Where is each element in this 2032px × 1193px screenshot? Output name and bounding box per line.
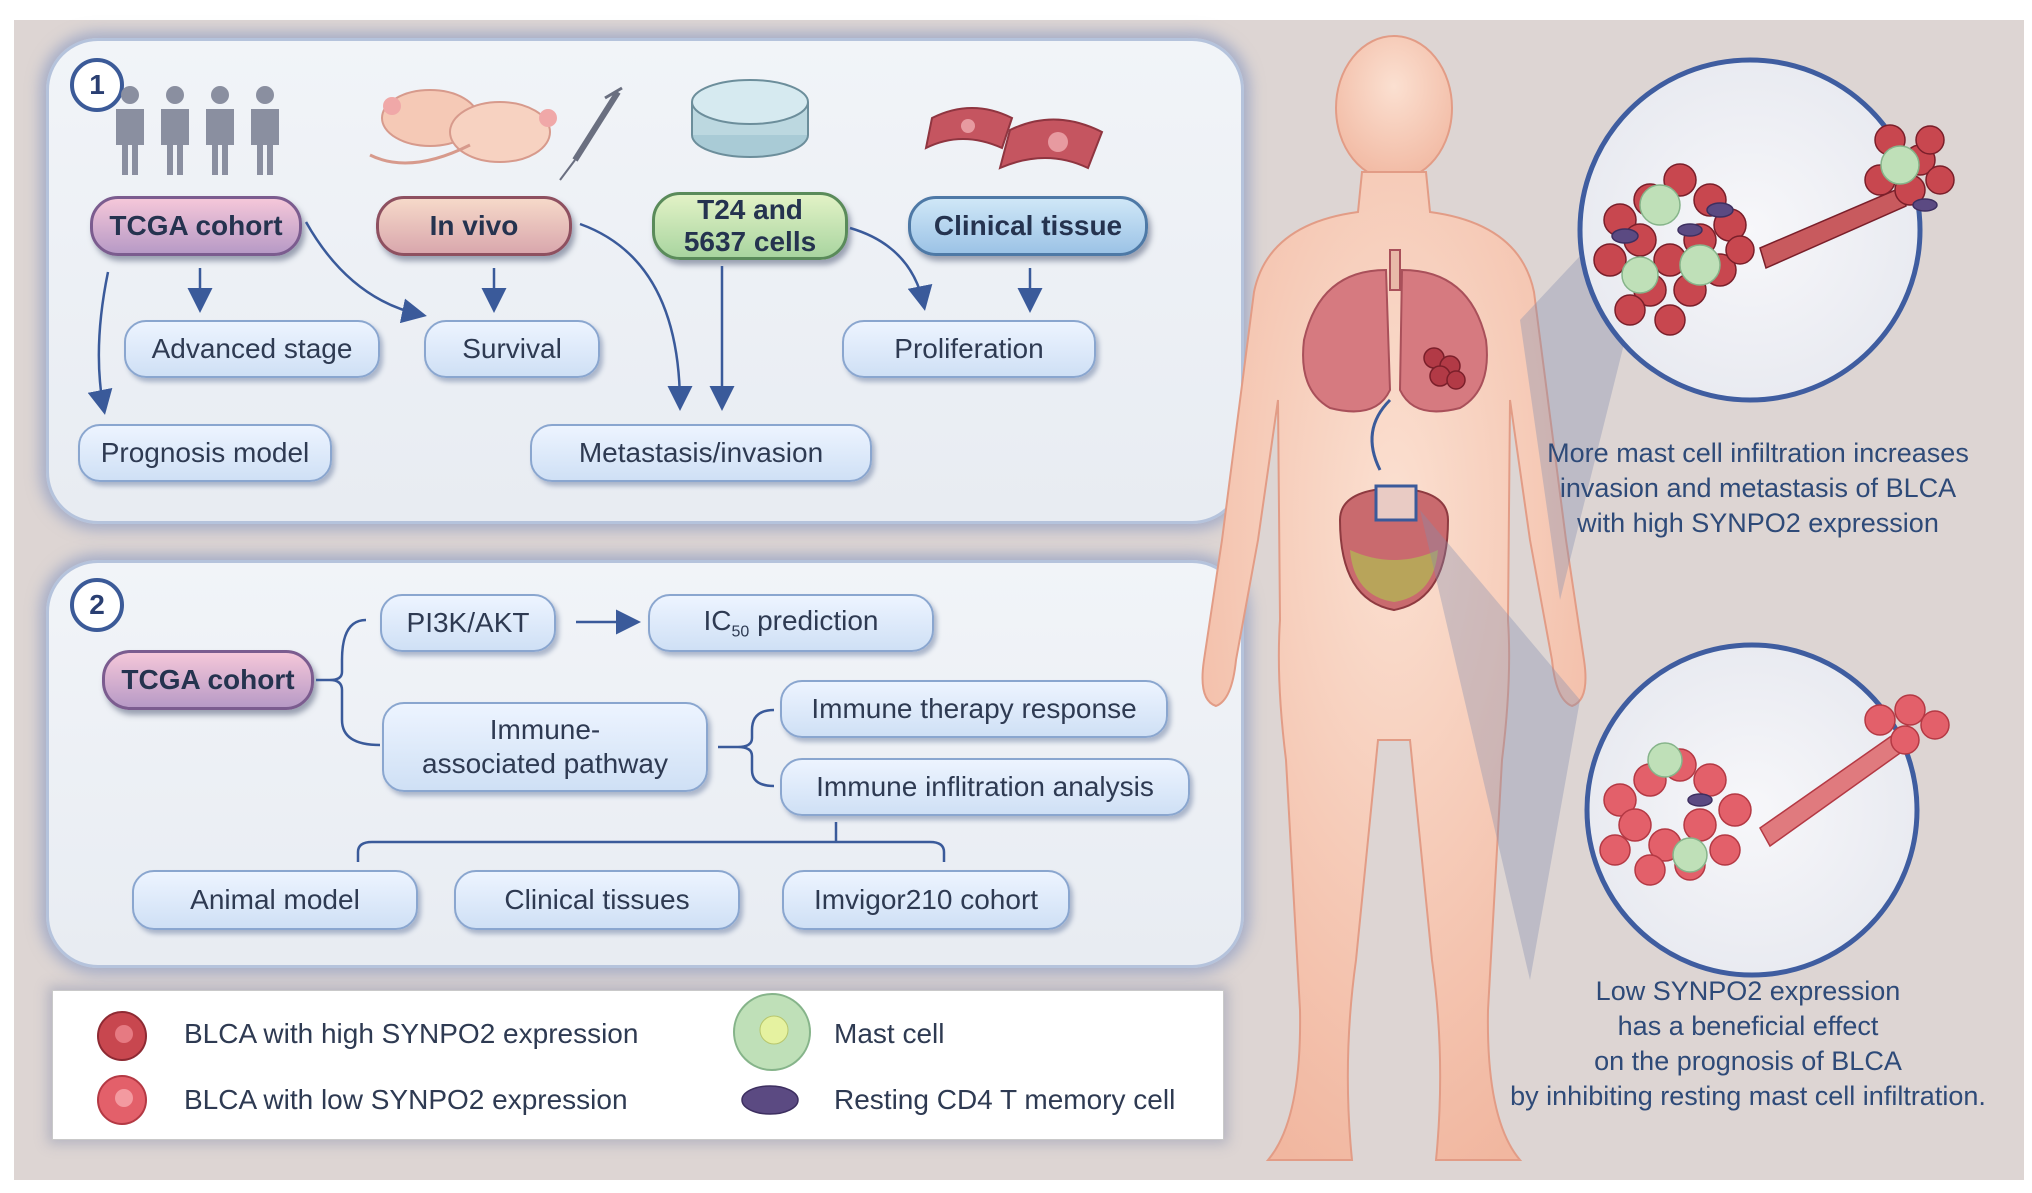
legend xyxy=(52,990,1224,1140)
legend-low-label: BLCA with low SYNPO2 expression xyxy=(184,1084,628,1115)
immune-therapy-response-box: Immune therapy response xyxy=(780,680,1168,738)
magnifier-beam-bottom xyxy=(1420,510,1580,980)
human-body-figure xyxy=(1201,35,1587,1161)
arrow-cells-to-proliferation xyxy=(849,226,933,311)
caption-high-synpo2: More mast cell infiltration increases in… xyxy=(1510,436,2006,541)
magnifier-low-synpo2 xyxy=(1584,642,1920,978)
caption-bottom-line1: Low SYNPO2 expression xyxy=(1595,976,1901,1006)
resting-cd4-t-cell-icon xyxy=(741,1085,799,1115)
result-prognosis-model: Prognosis model xyxy=(78,424,332,482)
legend-mast-label: Mast cell xyxy=(834,1018,945,1049)
mast-cell-icon xyxy=(733,993,811,1071)
arrow-tcga-to-prognosis xyxy=(87,271,113,415)
high-synpo2-tumor-cluster xyxy=(1593,124,1955,336)
lungs-organ xyxy=(1302,249,1488,413)
arrow-invivo-to-metastasis xyxy=(579,222,693,411)
mice-icon xyxy=(369,89,557,165)
caption-top-line2: invasion and metastasis of BLCA xyxy=(1559,473,1957,504)
result-proliferation: Proliferation xyxy=(842,320,1096,378)
result-advanced-stage: Advanced stage xyxy=(124,320,380,378)
legend-high-label: BLCA with high SYNPO2 expression xyxy=(184,1018,639,1049)
source-clinical-tissue: Clinical tissue xyxy=(908,196,1148,256)
bladder-organ xyxy=(1338,484,1450,612)
caption-bottom-line3: on the prognosis of BLCA xyxy=(1594,1046,1902,1077)
legend-resting-label: Resting CD4 T memory cell xyxy=(834,1084,1176,1115)
step-number-2: 2 xyxy=(70,578,124,632)
people-icon xyxy=(116,86,279,175)
low-synpo2-tumor-cluster xyxy=(1599,694,1950,886)
step-number-1: 1 xyxy=(70,58,124,112)
petri-dish-icon xyxy=(691,79,809,158)
caption-top-line3: with high SYNPO2 expression xyxy=(1577,508,1939,539)
caption-top-line1: More mast cell infiltration increases xyxy=(1547,438,1969,468)
imvigor210-cohort-box: Imvigor210 cohort xyxy=(782,870,1070,930)
result-metastasis-invasion: Metastasis/invasion xyxy=(530,424,872,482)
ic50-label: IC50 prediction xyxy=(703,605,879,641)
caption-bottom-line2: has a beneficial effect xyxy=(1617,1011,1879,1042)
cell-lines-line1: T24 and xyxy=(697,193,803,225)
result-survival: Survival xyxy=(424,320,600,378)
source-cell-lines: T24 and 5637 cells xyxy=(652,192,848,260)
cell-lines-line2: 5637 cells xyxy=(683,226,817,257)
arrow-tcga-to-survival xyxy=(304,221,427,324)
source-in-vivo: In vivo xyxy=(376,196,572,256)
immune-pathway-line1: Immune- xyxy=(489,714,601,746)
caption-bottom-line4: by inhibiting resting mast cell infiltra… xyxy=(1510,1081,1986,1112)
source-tcga-cohort: TCGA cohort xyxy=(90,196,302,256)
syringe-icon xyxy=(559,86,623,181)
high-synpo2-cell-icon xyxy=(97,1011,147,1061)
clinical-tissues-box: Clinical tissues xyxy=(454,870,740,930)
low-synpo2-cell-icon xyxy=(97,1075,147,1125)
bracket-validation xyxy=(356,840,946,862)
lung-tumor-mass xyxy=(1423,347,1466,390)
tissue-slice-icon xyxy=(924,107,1104,170)
immune-associated-pathway-box: Immune- associated pathway xyxy=(382,702,708,792)
immune-pathway-line2: associated pathway xyxy=(422,748,668,779)
ic50-prediction-box: IC50 prediction xyxy=(648,594,934,652)
arrow-bladder-to-lung xyxy=(1370,398,1392,471)
pi3k-akt-box: PI3K/AKT xyxy=(380,594,556,652)
immune-infiltration-analysis-box: Immune inflitration analysis xyxy=(780,758,1190,816)
animal-model-box: Animal model xyxy=(132,870,418,930)
caption-low-synpo2: Low SYNPO2 expression has a beneficial e… xyxy=(1470,974,2026,1114)
panel2-tcga-cohort: TCGA cohort xyxy=(102,650,314,710)
